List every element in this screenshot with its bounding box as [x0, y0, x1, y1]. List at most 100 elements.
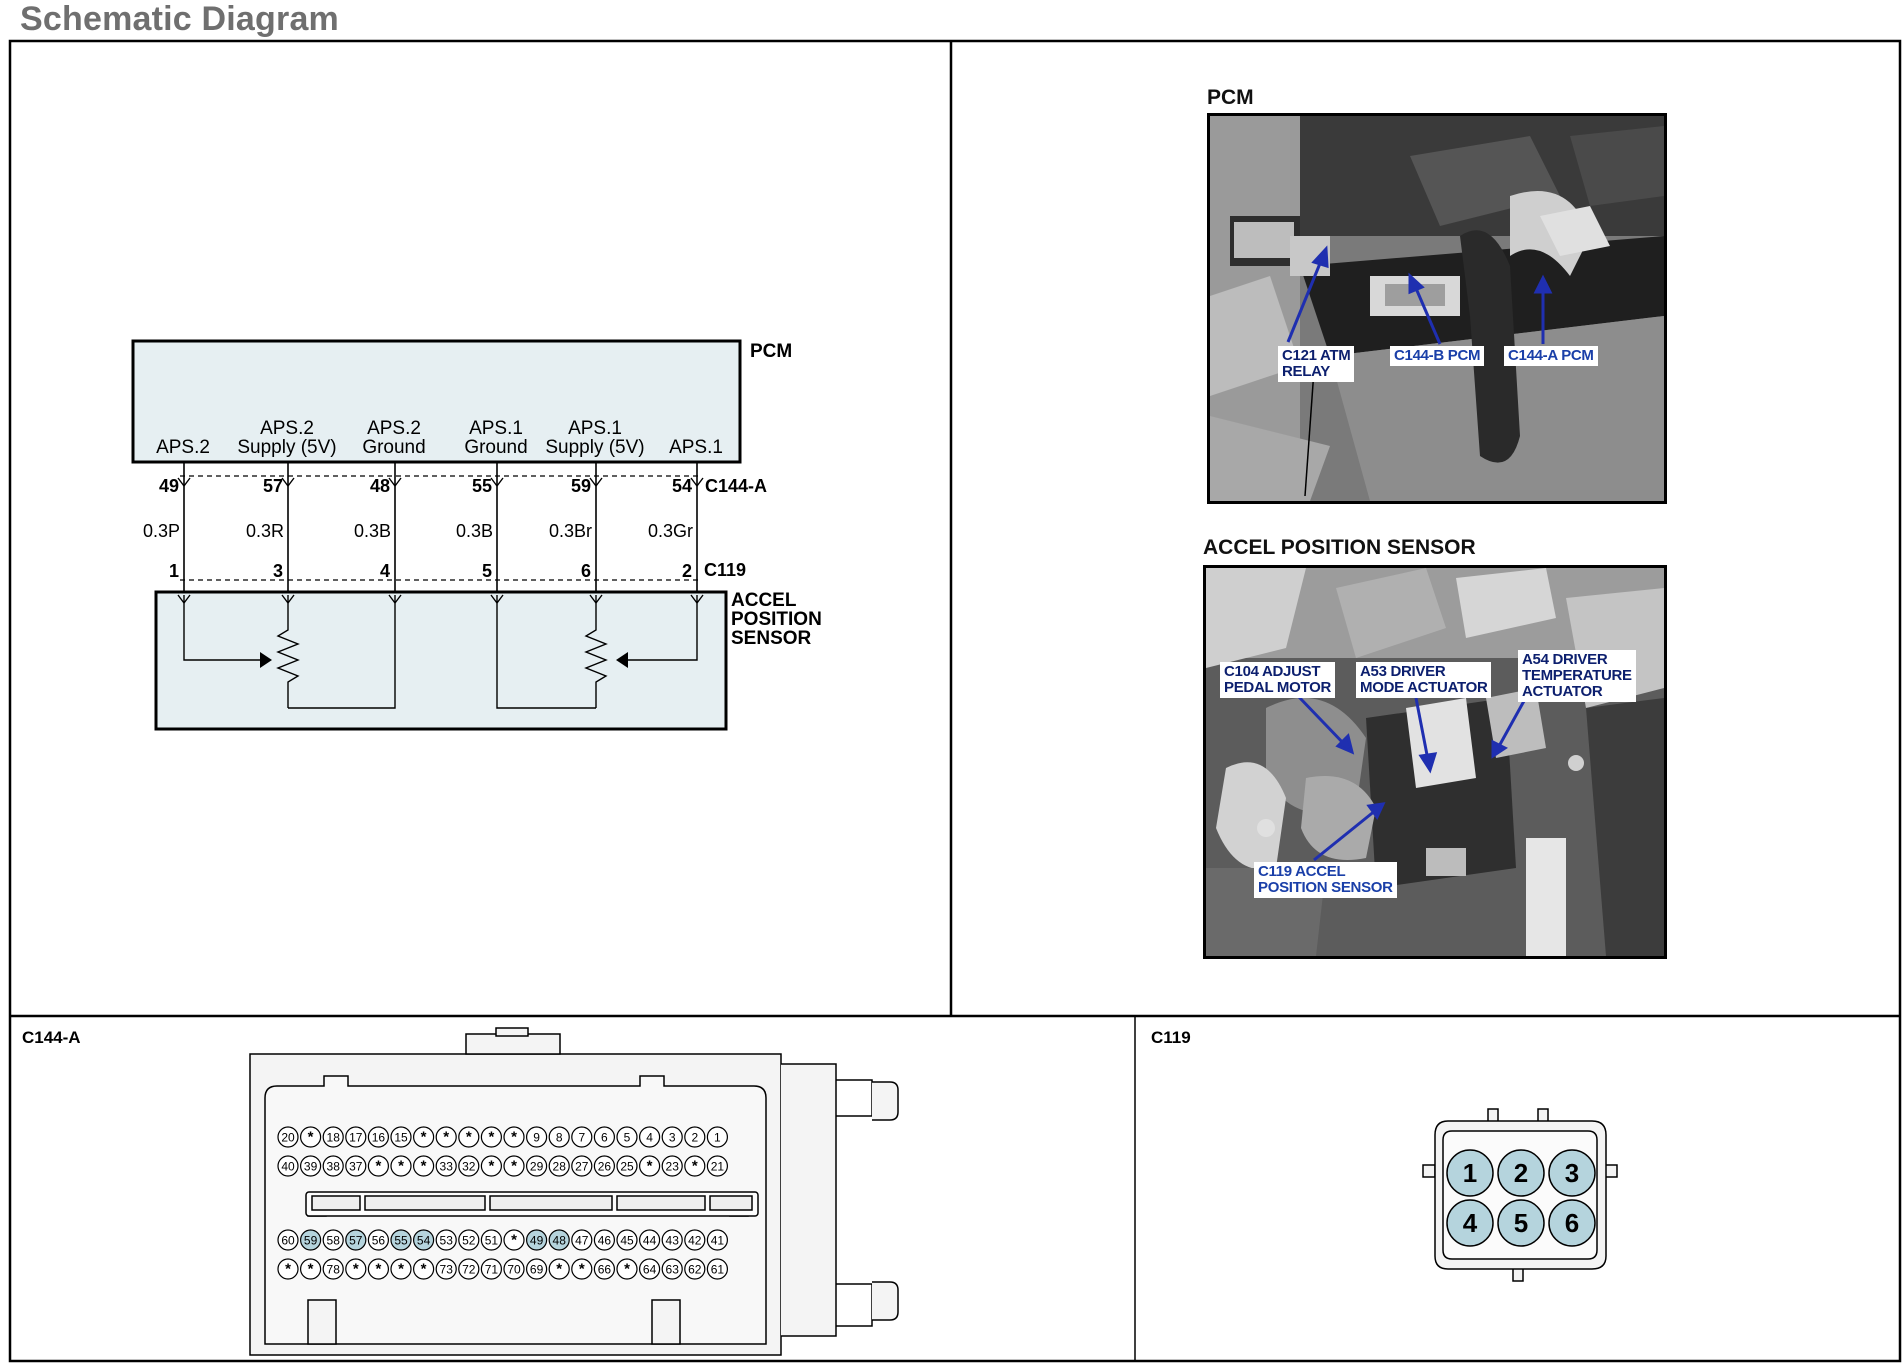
callout-a53-driver-mode-actuator: A53 DRIVER MODE ACTUATOR: [1356, 662, 1492, 698]
c119-pin-number: 4: [1463, 1208, 1478, 1238]
c144a-pin: *: [571, 1258, 593, 1280]
c144a-pin: 3: [661, 1126, 683, 1148]
c144a-pin-number: *: [511, 1158, 517, 1175]
callout-c104-adjust-pedal-motor: C104 ADJUST PEDAL MOTOR: [1220, 662, 1335, 698]
c144a-pin-socket: [684, 1126, 706, 1148]
c144a-section-label: C144-A: [22, 1028, 81, 1047]
c144a-pin: 15: [390, 1126, 412, 1148]
c144a-pin: 38: [322, 1155, 344, 1177]
c144a-pin: 58: [322, 1229, 344, 1251]
c144a-pin: 49: [525, 1229, 548, 1251]
c144a-pin-number: 28: [553, 1160, 567, 1174]
c144a-pin: *: [684, 1155, 706, 1177]
c144a-pin: 17: [345, 1126, 367, 1148]
c144a-pin-number: *: [421, 1261, 427, 1278]
c144a-pin-number: 7: [578, 1131, 585, 1145]
aps-photo-title: ACCEL POSITION SENSOR: [1203, 536, 1476, 559]
c144a-pin-number: 16: [372, 1131, 386, 1145]
c144a-pin-socket: [480, 1126, 502, 1148]
c144a-pin: 43: [661, 1229, 683, 1251]
c144a-pin-socket: [435, 1155, 457, 1177]
c119-connector-label: C119: [704, 560, 746, 580]
c144a-pin-socket: [661, 1258, 683, 1280]
sensor-label-line-2: POSITION: [731, 609, 822, 630]
c144a-pin: 23: [661, 1155, 683, 1177]
c144a-pin-socket: [571, 1229, 593, 1251]
c119-section-label: C119: [1151, 1028, 1191, 1047]
sensor-label-line-1: ACCEL: [731, 590, 797, 611]
c119-pin-number: 6: [1565, 1208, 1579, 1238]
c144a-pin-number: *: [398, 1158, 404, 1175]
c144a-pin-socket: [390, 1258, 412, 1280]
c144a-pin: 26: [593, 1155, 616, 1177]
c144a-pin: 5: [616, 1126, 638, 1148]
c144a-pin-number: *: [308, 1261, 314, 1278]
c144a-pin-socket: [593, 1155, 616, 1177]
c144a-pin-socket: [345, 1155, 367, 1177]
callout-c119-line-1: C119 ACCEL: [1258, 863, 1346, 880]
sensor-pin-number: 4: [380, 561, 390, 581]
c144a-pin-number: *: [375, 1261, 381, 1278]
c144a-pin-socket: [345, 1258, 367, 1280]
c144a-pin-number: 2: [691, 1131, 698, 1145]
c144a-pin-socket: [413, 1258, 435, 1280]
c144a-pin-socket: [706, 1126, 729, 1148]
c144a-pin-socket: [638, 1258, 661, 1280]
c144a-pin-number: 9: [533, 1131, 540, 1145]
callout-a53-line-1: A53 DRIVER: [1360, 663, 1446, 680]
c144a-pin: 57: [345, 1229, 367, 1251]
c144a-pin-number: 15: [394, 1131, 408, 1145]
pcm-pin-terminal: [177, 477, 191, 488]
c144a-pin-number: *: [556, 1261, 562, 1278]
pcm-pin-number: 48: [370, 476, 390, 496]
c144a-pin-number: 45: [620, 1234, 634, 1248]
pcm-photo-arrows: [1286, 245, 1553, 345]
schematic: PCM ACCEL POSITION SENSOR C144-A C119 AP…: [131, 339, 822, 731]
c144a-pin: 71: [480, 1258, 502, 1280]
c144a-pin-number: 4: [646, 1131, 653, 1145]
c144a-pin-number: *: [511, 1129, 517, 1146]
wire-spec: 0.3Gr: [648, 521, 693, 541]
c144a-pin-socket: [458, 1155, 480, 1177]
pin-function-label-line-2: Supply (5V): [545, 437, 644, 458]
c144a-pin: 70: [503, 1258, 525, 1280]
c144a-pin-socket: [548, 1229, 570, 1251]
c144a-pin: *: [480, 1155, 502, 1177]
c144a-pin: *: [413, 1126, 435, 1148]
c144a-pin-number: 58: [327, 1234, 341, 1248]
c144a-pin-number: 70: [507, 1263, 521, 1277]
c144a-pin-socket: [706, 1155, 729, 1177]
pcm-pin-terminal: [690, 477, 704, 488]
c144a-pin-number: 29: [530, 1160, 544, 1174]
callout-c144b-pcm: C144-B PCM: [1390, 346, 1485, 366]
c144a-pin-socket: [525, 1229, 548, 1251]
c119-pin: 5: [1497, 1199, 1545, 1247]
c144a-pin: 78: [322, 1258, 344, 1280]
c144a-pin-socket: [300, 1155, 322, 1177]
c144a-pin: 2: [684, 1126, 706, 1148]
c144a-pin: 27: [571, 1155, 593, 1177]
pin-function-label-line-2: Ground: [464, 437, 527, 458]
c119-pin: 4: [1446, 1199, 1494, 1247]
pin-function-label-line-2: APS.2: [156, 437, 210, 458]
c144a-pin: 32: [458, 1155, 480, 1177]
c144a-pin: *: [616, 1258, 638, 1280]
c144a-pin: 62: [684, 1258, 706, 1280]
pin-function-label-line-2: Ground: [362, 437, 425, 458]
c144a-pin-number: *: [353, 1261, 359, 1278]
c144a-pin: *: [503, 1229, 525, 1251]
c144a-pin-socket: [390, 1229, 412, 1251]
c144a-pin-socket: [571, 1258, 593, 1280]
c144a-pin-socket: [548, 1155, 570, 1177]
c144a-pin-socket: [503, 1229, 525, 1251]
c144a-pin: *: [413, 1258, 435, 1280]
c144a-pin-socket: [616, 1229, 638, 1251]
c144a-pin: 8: [548, 1126, 570, 1148]
callout-c119-line-2: POSITION SENSOR: [1258, 879, 1393, 896]
pcm-photo-image: [1210, 116, 1664, 501]
pin-function-label-line-2: Supply (5V): [237, 437, 336, 458]
c144a-pin: 28: [548, 1155, 570, 1177]
c144a-pin-number: 46: [598, 1234, 612, 1248]
